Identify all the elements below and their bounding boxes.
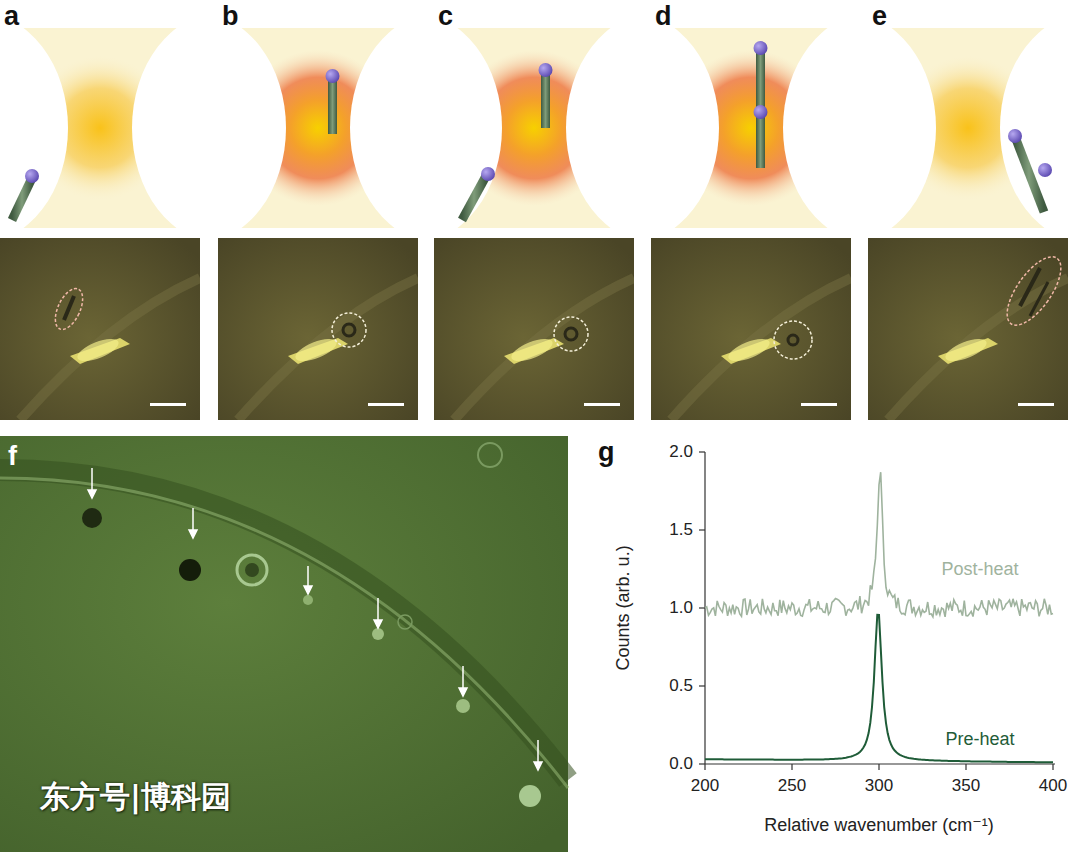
tick-label: 200 xyxy=(691,777,719,796)
tick-label: 2.0 xyxy=(669,443,693,462)
watermark: 东方号|博科园 xyxy=(40,780,231,813)
tick-label: 1.0 xyxy=(669,599,693,618)
tick-label: 1.5 xyxy=(669,521,693,540)
tick-label: 0.5 xyxy=(669,677,693,696)
tick-label: 300 xyxy=(865,777,893,796)
panel-letter: c xyxy=(438,2,453,32)
panel-letter: f xyxy=(8,442,17,472)
series-label: Post-heat xyxy=(941,560,1018,580)
panel-letter: e xyxy=(872,2,887,32)
panel-letter: g xyxy=(598,438,615,468)
tick-label: 400 xyxy=(1039,777,1067,796)
panel-letter: a xyxy=(4,2,19,32)
axis-title: Counts (arb. u.) xyxy=(614,545,634,670)
panel-letter: b xyxy=(222,2,239,32)
tick-label: 0.0 xyxy=(669,755,693,774)
panel-letter: d xyxy=(655,2,672,32)
series-label: Pre-heat xyxy=(945,730,1014,750)
tick-label: 250 xyxy=(778,777,806,796)
tick-label: 350 xyxy=(952,777,980,796)
axis-title: Relative wavenumber (cm⁻¹) xyxy=(764,816,994,836)
